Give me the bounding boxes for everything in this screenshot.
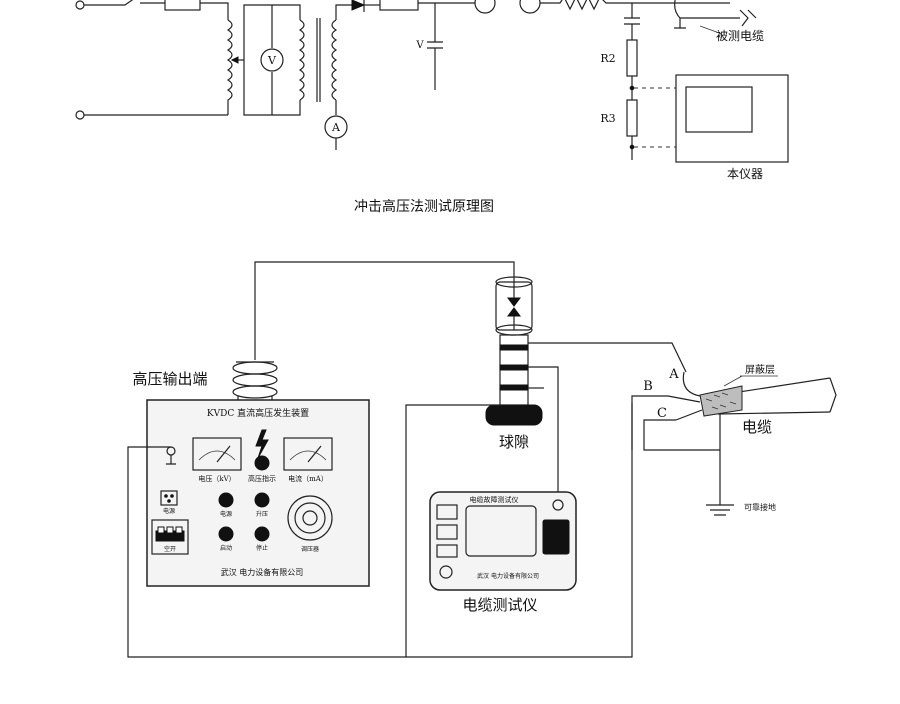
voltmeter [260,48,284,72]
breaker-label: 空开 [164,545,176,553]
boost-button[interactable] [254,492,270,508]
ball-gap-label: 球隙 [499,433,529,451]
hv-output-label: 高压输出端 [132,370,207,388]
voltage-meter-label: 电压（kV） [198,474,235,483]
cable-tester-label: 电缆测试仪 [462,596,537,614]
start-button-label: 启动 [220,544,232,552]
power-button[interactable] [218,492,234,508]
stop-button-label: 停止 [256,544,268,552]
hv-output-insulator [232,361,278,400]
hv-transformer-primary [298,19,305,101]
boost-button-label: 升压 [256,510,268,518]
current-meter [283,437,333,471]
top-schematic: V A V R2 R3 [75,0,789,215]
ground-label: 可靠接地 [744,502,776,512]
phase-a-label: A [668,367,679,382]
hv-indicator-label: 高压指示 [248,474,276,483]
knob-label: 调压器 [301,545,319,553]
top-ball-gap-right [519,0,541,14]
current-meter-label: 电流（mA） [288,474,328,483]
top-ball-gap-left [474,0,496,14]
hv-lightning-icon [255,429,269,459]
ammeter-label: A [331,121,341,134]
r3-label: R3 [600,112,615,125]
instrument-screen [685,86,753,133]
cable-tester-btn-1[interactable] [436,504,458,520]
r2-label: R2 [600,52,615,65]
power-socket [160,490,178,506]
phase-b-label: B [643,379,653,394]
socket-label: 电源 [163,507,175,515]
cable-tester-btn-2[interactable] [436,524,458,540]
circuit-breaker [151,519,189,555]
instrument-box [675,74,789,163]
limiting-resistor [379,0,419,11]
resistor-r2 [626,39,638,77]
hv-transformer-secondary [331,19,338,101]
capacitor-label-v: V [415,40,424,51]
cable-tester-title: 电缆故障测试仪 [470,495,519,504]
voltmeter-label: V [267,54,277,67]
cable-tester-input-port[interactable] [552,499,564,511]
resistor-r3 [626,99,638,137]
hv-generator-panel [146,399,370,587]
series-inductor [540,0,680,11]
voltage-regulator-knob[interactable] [287,495,333,541]
cable-label: 电缆 [742,418,772,436]
cable-tester-btn-3[interactable] [436,544,458,558]
input-fuse [164,0,201,11]
instrument-label: 本仪器 [727,167,763,181]
three-phase-cable [667,371,837,421]
ball-gap-assembly [485,276,543,426]
autotransformer-coil [226,19,233,115]
voltage-meter [192,437,242,471]
hv-generator-title: KVDC 直流高压发生装置 [207,407,309,419]
shield-label: 屏蔽层 [745,364,775,376]
phase-c-label: C [657,406,667,421]
cable-under-test-label: 被测电缆 [716,29,764,43]
stop-button[interactable] [254,526,270,542]
start-button[interactable] [218,526,234,542]
rectifier-diode [351,0,366,11]
hv-indicator-lamp [254,455,270,471]
top-diagram-title: 冲击高压法测试原理图 [354,198,494,215]
power-button-label: 电源 [220,510,232,518]
cable-under-test [674,0,740,19]
cable-tester-manufacturer: 武汉 电力设备有限公司 [477,572,539,580]
bottom-wiring-diagram: 高压输出端 KVDC 直流高压发生装置 电压（kV） 高压指示 电流（mA） 电… [127,261,837,658]
cable-tester-screen [465,505,537,557]
input-terminal-bottom [75,110,85,120]
cable-tester-power-switch[interactable] [439,565,453,579]
input-terminal-top [75,0,85,10]
hv-generator-manufacturer: 武汉 电力设备有限公司 [221,567,304,577]
cable-tester-keypad[interactable] [542,519,570,555]
